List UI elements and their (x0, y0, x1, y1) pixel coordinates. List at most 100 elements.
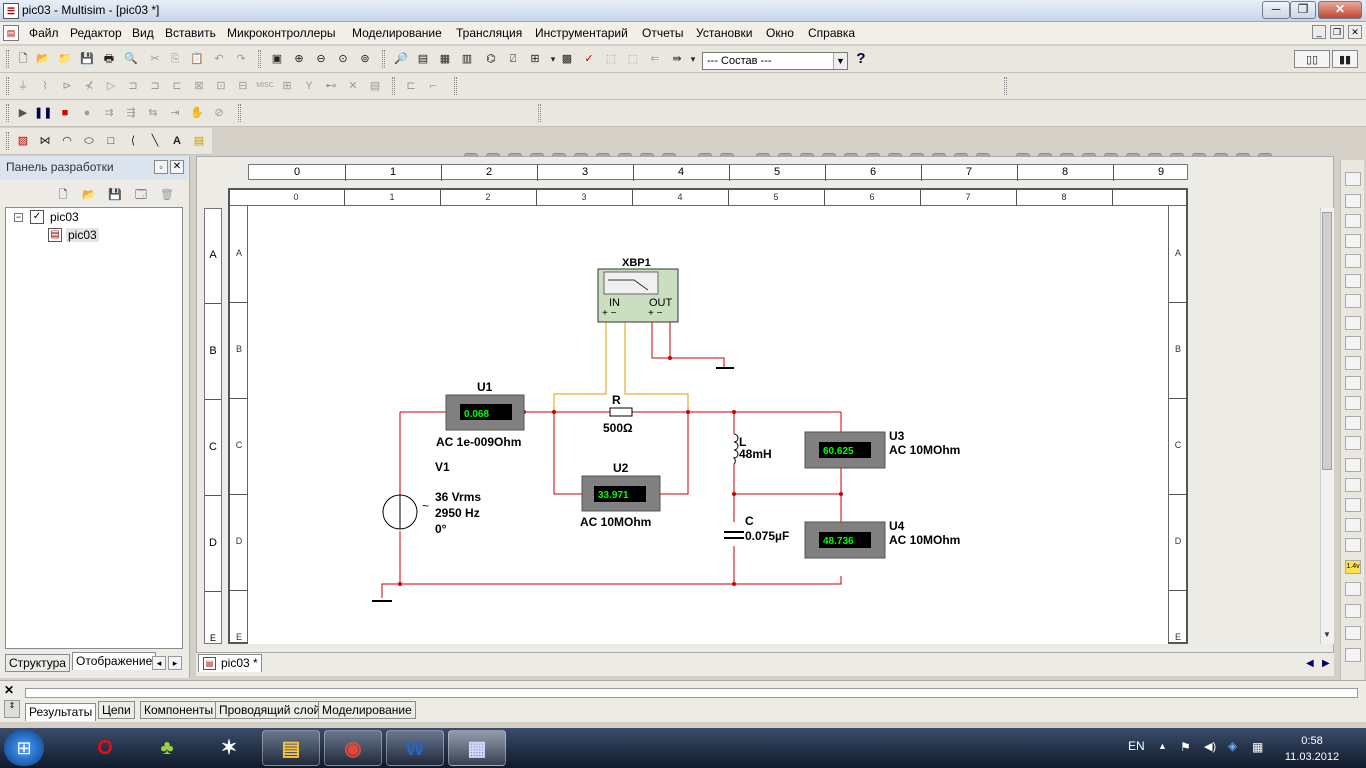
hierarchical-block-icon[interactable]: ⊏ (406, 80, 416, 92)
close-design-icon[interactable]: 🗔 (135, 189, 147, 201)
probe-icon[interactable]: ● (83, 107, 91, 119)
agilent-multimeter-icon[interactable] (1345, 478, 1361, 492)
plant-app-icon[interactable]: ♣ (160, 737, 174, 759)
toolbar-grip[interactable] (392, 77, 395, 95)
document-icon[interactable]: ▤ (3, 25, 19, 41)
voltmeter-u4[interactable]: 48.736 U4 AC 10MOhm (804, 519, 960, 559)
multimeter-icon[interactable] (1345, 172, 1361, 186)
virtual-wiring-icon[interactable]: ⌬ (486, 53, 496, 65)
toolbar-grip[interactable] (538, 104, 541, 122)
panel-pin-button[interactable]: ▫ (154, 160, 168, 174)
new-design-icon[interactable]: 🗋 (58, 189, 68, 201)
logic-analyzer-icon[interactable] (1345, 336, 1361, 350)
probe-wire[interactable] (553, 322, 607, 412)
logic-converter-icon[interactable] (1345, 356, 1361, 370)
dropbox-icon[interactable]: ◈ (1228, 739, 1238, 753)
indicator-icon[interactable]: ⊡ (216, 80, 226, 92)
help-icon[interactable]: ? (856, 50, 866, 67)
chevron-down-icon[interactable]: ▾ (690, 54, 696, 64)
menu-reports[interactable]: Отчеты (642, 26, 684, 40)
volume-icon[interactable]: ◀) (1204, 741, 1217, 753)
tab-components[interactable]: Компоненты (140, 701, 218, 719)
toolbar-grip[interactable] (6, 50, 9, 68)
tab-visibility[interactable]: Отображение (72, 652, 157, 670)
tree-child[interactable]: pic03 (66, 228, 99, 242)
menu-insert[interactable]: Вставить (165, 26, 216, 40)
chrome-icon[interactable]: ◉ (324, 730, 382, 766)
open-samples-icon[interactable]: 📁 (58, 53, 72, 65)
open-icon[interactable]: 📂 (36, 53, 50, 65)
menu-help[interactable]: Справка (808, 26, 856, 40)
oscilloscope-icon[interactable] (1345, 234, 1361, 248)
wire[interactable] (651, 322, 725, 368)
polygon-icon[interactable]: ⋈ (39, 135, 51, 147)
ellipse-icon[interactable]: ⬭ (84, 135, 94, 147)
analog-icon[interactable]: ▷ (106, 80, 116, 92)
wire[interactable] (400, 576, 842, 585)
labview-icon[interactable] (1345, 538, 1361, 552)
document-tab-pic03[interactable]: ▤ pic03 * (198, 654, 262, 672)
toolbar-grip[interactable] (238, 104, 241, 122)
run-icon[interactable]: ▶ (18, 107, 28, 119)
zoom-fit-icon[interactable]: ⊚ (360, 53, 370, 65)
transistor-icon[interactable]: ⊀ (84, 80, 94, 92)
clock-date[interactable]: 11.03.2012 (1284, 751, 1340, 763)
print-icon[interactable]: 🖶 (103, 53, 115, 65)
remove-breakpoints-icon[interactable]: ⊘ (214, 107, 224, 119)
misc-digital-icon[interactable]: ⊏ (172, 80, 182, 92)
wattmeter-icon[interactable] (1345, 214, 1361, 228)
menu-mcu[interactable]: Микроконтроллеры (227, 26, 336, 40)
polyline-icon[interactable]: ⟨ (130, 135, 136, 147)
bode-plotter[interactable]: XBP1 IN OUT + − + − (597, 257, 679, 323)
wire[interactable] (381, 531, 401, 598)
menu-window[interactable]: Окно (766, 26, 794, 40)
erc-icon[interactable]: ▩ (561, 53, 573, 65)
menu-file[interactable]: Файл (29, 26, 59, 40)
comment-icon[interactable]: ▤ (193, 135, 205, 147)
mcu-icon[interactable]: ▤ (369, 80, 381, 92)
power-icon[interactable]: ⊟ (238, 80, 248, 92)
toolbar-grip[interactable] (454, 77, 457, 95)
frequency-counter-icon[interactable] (1345, 294, 1361, 308)
agilent-generator-icon[interactable] (1345, 458, 1361, 472)
stop-icon[interactable]: ■ (61, 107, 69, 119)
network-icon[interactable]: ▦ (1252, 740, 1264, 754)
mixed-icon[interactable]: ⊠ (194, 80, 204, 92)
breakpoint-icon[interactable]: ✋ (190, 107, 204, 119)
step-out-icon[interactable]: ⇆ (148, 107, 158, 119)
layout-mode-icon[interactable]: ▯▯ (1294, 50, 1330, 68)
toolbar-grip[interactable] (1004, 77, 1007, 95)
measurement-probe-icon[interactable]: 1.4v (1345, 560, 1361, 574)
probe-wire[interactable] (624, 322, 689, 412)
zoom-area-icon[interactable]: ⊙ (338, 53, 348, 65)
component-select[interactable]: --- Состав --- ▼ (702, 52, 848, 70)
chevron-down-icon[interactable]: ▼ (833, 53, 847, 69)
electromechanical-icon[interactable]: ⊷ (325, 80, 337, 92)
opera-icon[interactable]: O (97, 737, 113, 759)
pause-icon[interactable]: ❚❚ (34, 107, 53, 119)
undo-icon[interactable]: ↶ (214, 53, 224, 65)
network-analyzer-icon[interactable] (1345, 436, 1361, 450)
spreadsheet-resize-icon[interactable]: ⇕ (4, 700, 20, 718)
function-generator-icon[interactable] (1345, 194, 1361, 208)
iv-analyzer-icon[interactable] (1345, 376, 1361, 390)
select-region-icon[interactable]: ⬚ (605, 53, 617, 65)
tree-collapse-icon[interactable]: − (14, 212, 23, 222)
pause-sim-icon[interactable]: ▮▮ (1332, 50, 1358, 68)
menu-tools[interactable]: Инструментарий (535, 26, 628, 40)
misc-icon[interactable]: MISC (256, 82, 274, 89)
distortion-analyzer-icon[interactable] (1345, 396, 1361, 410)
menu-edit[interactable]: Редактор (70, 26, 122, 40)
basic-icon[interactable]: ⌇ (42, 80, 48, 92)
toolbar-grip[interactable] (382, 50, 385, 68)
clock-time[interactable]: 0:58 (1301, 735, 1323, 747)
ni-component-icon[interactable]: ✕ (348, 80, 358, 92)
tektronix-oscilloscope-icon[interactable] (1345, 518, 1361, 532)
start-button[interactable]: ⊞ (4, 730, 44, 766)
multisim-taskbar-icon[interactable]: ▦ (448, 730, 506, 766)
text-icon[interactable]: A (173, 135, 181, 147)
close-window-button[interactable]: ✕ (1318, 1, 1362, 19)
ac-source-v1[interactable]: V1 ~ 36 Vrms 2950 Hz 0° (382, 460, 481, 536)
annotate-icon[interactable]: ⬚ (627, 53, 639, 65)
spreadsheet-close-button[interactable]: ✕ (4, 683, 15, 697)
